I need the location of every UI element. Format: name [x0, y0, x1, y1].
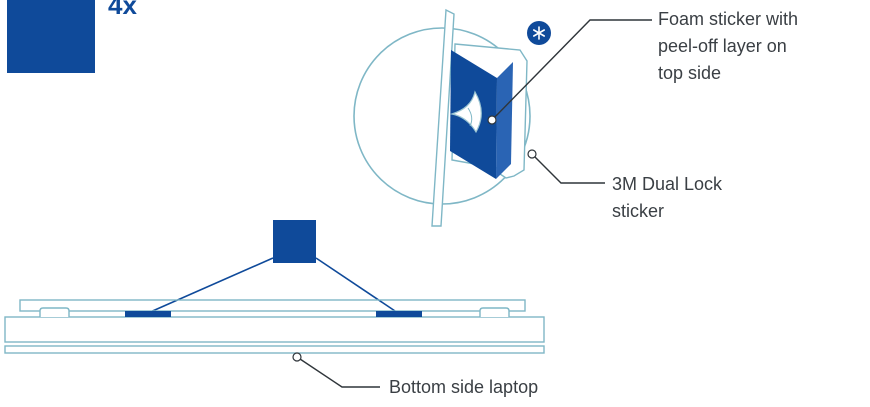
- sticker-callout: [147, 220, 399, 314]
- dual-lock-label-line-2: sticker: [612, 201, 665, 221]
- asterisk-glyph: [532, 26, 546, 40]
- laptop-top-plate: [19, 299, 526, 312]
- foam-sticker-label-line-2: peel-off layer on: [658, 36, 787, 56]
- laptop-side-view: [4, 299, 545, 354]
- laptop-foot-right: [479, 307, 510, 317]
- foam-sticker-label-line-1: Foam sticker with: [658, 9, 799, 29]
- bottom-side-label: Bottom side laptop: [389, 377, 539, 397]
- quantity-badge: [7, 0, 95, 73]
- foam-sticker-side: [496, 62, 513, 179]
- laptop-foot-left: [39, 307, 70, 317]
- zoom-detail: [353, 8, 531, 227]
- dual-lock-label-line-1: 3M Dual Lock: [612, 174, 723, 194]
- leader-dual-lock: [527, 149, 605, 184]
- foam-sticker-label: Foam sticker with peel-off layer on top …: [658, 8, 798, 84]
- foam-sticker-label-line-3: top side: [658, 63, 722, 83]
- laptop-bottom-plate: [4, 345, 545, 354]
- dual-lock-strip-right: [376, 311, 422, 317]
- leader-bottom-side: [292, 352, 380, 388]
- peel-off-corner: [449, 90, 482, 134]
- sticker-square: [273, 220, 316, 263]
- laptop-body: [4, 316, 545, 343]
- leader-foam-sticker: [487, 19, 652, 125]
- laptop-edge-slice: [431, 8, 455, 227]
- dual-lock-strip-left: [125, 311, 171, 317]
- dual-lock-label: 3M Dual Lock sticker: [612, 173, 722, 222]
- quantity-label: 4x: [108, 0, 137, 20]
